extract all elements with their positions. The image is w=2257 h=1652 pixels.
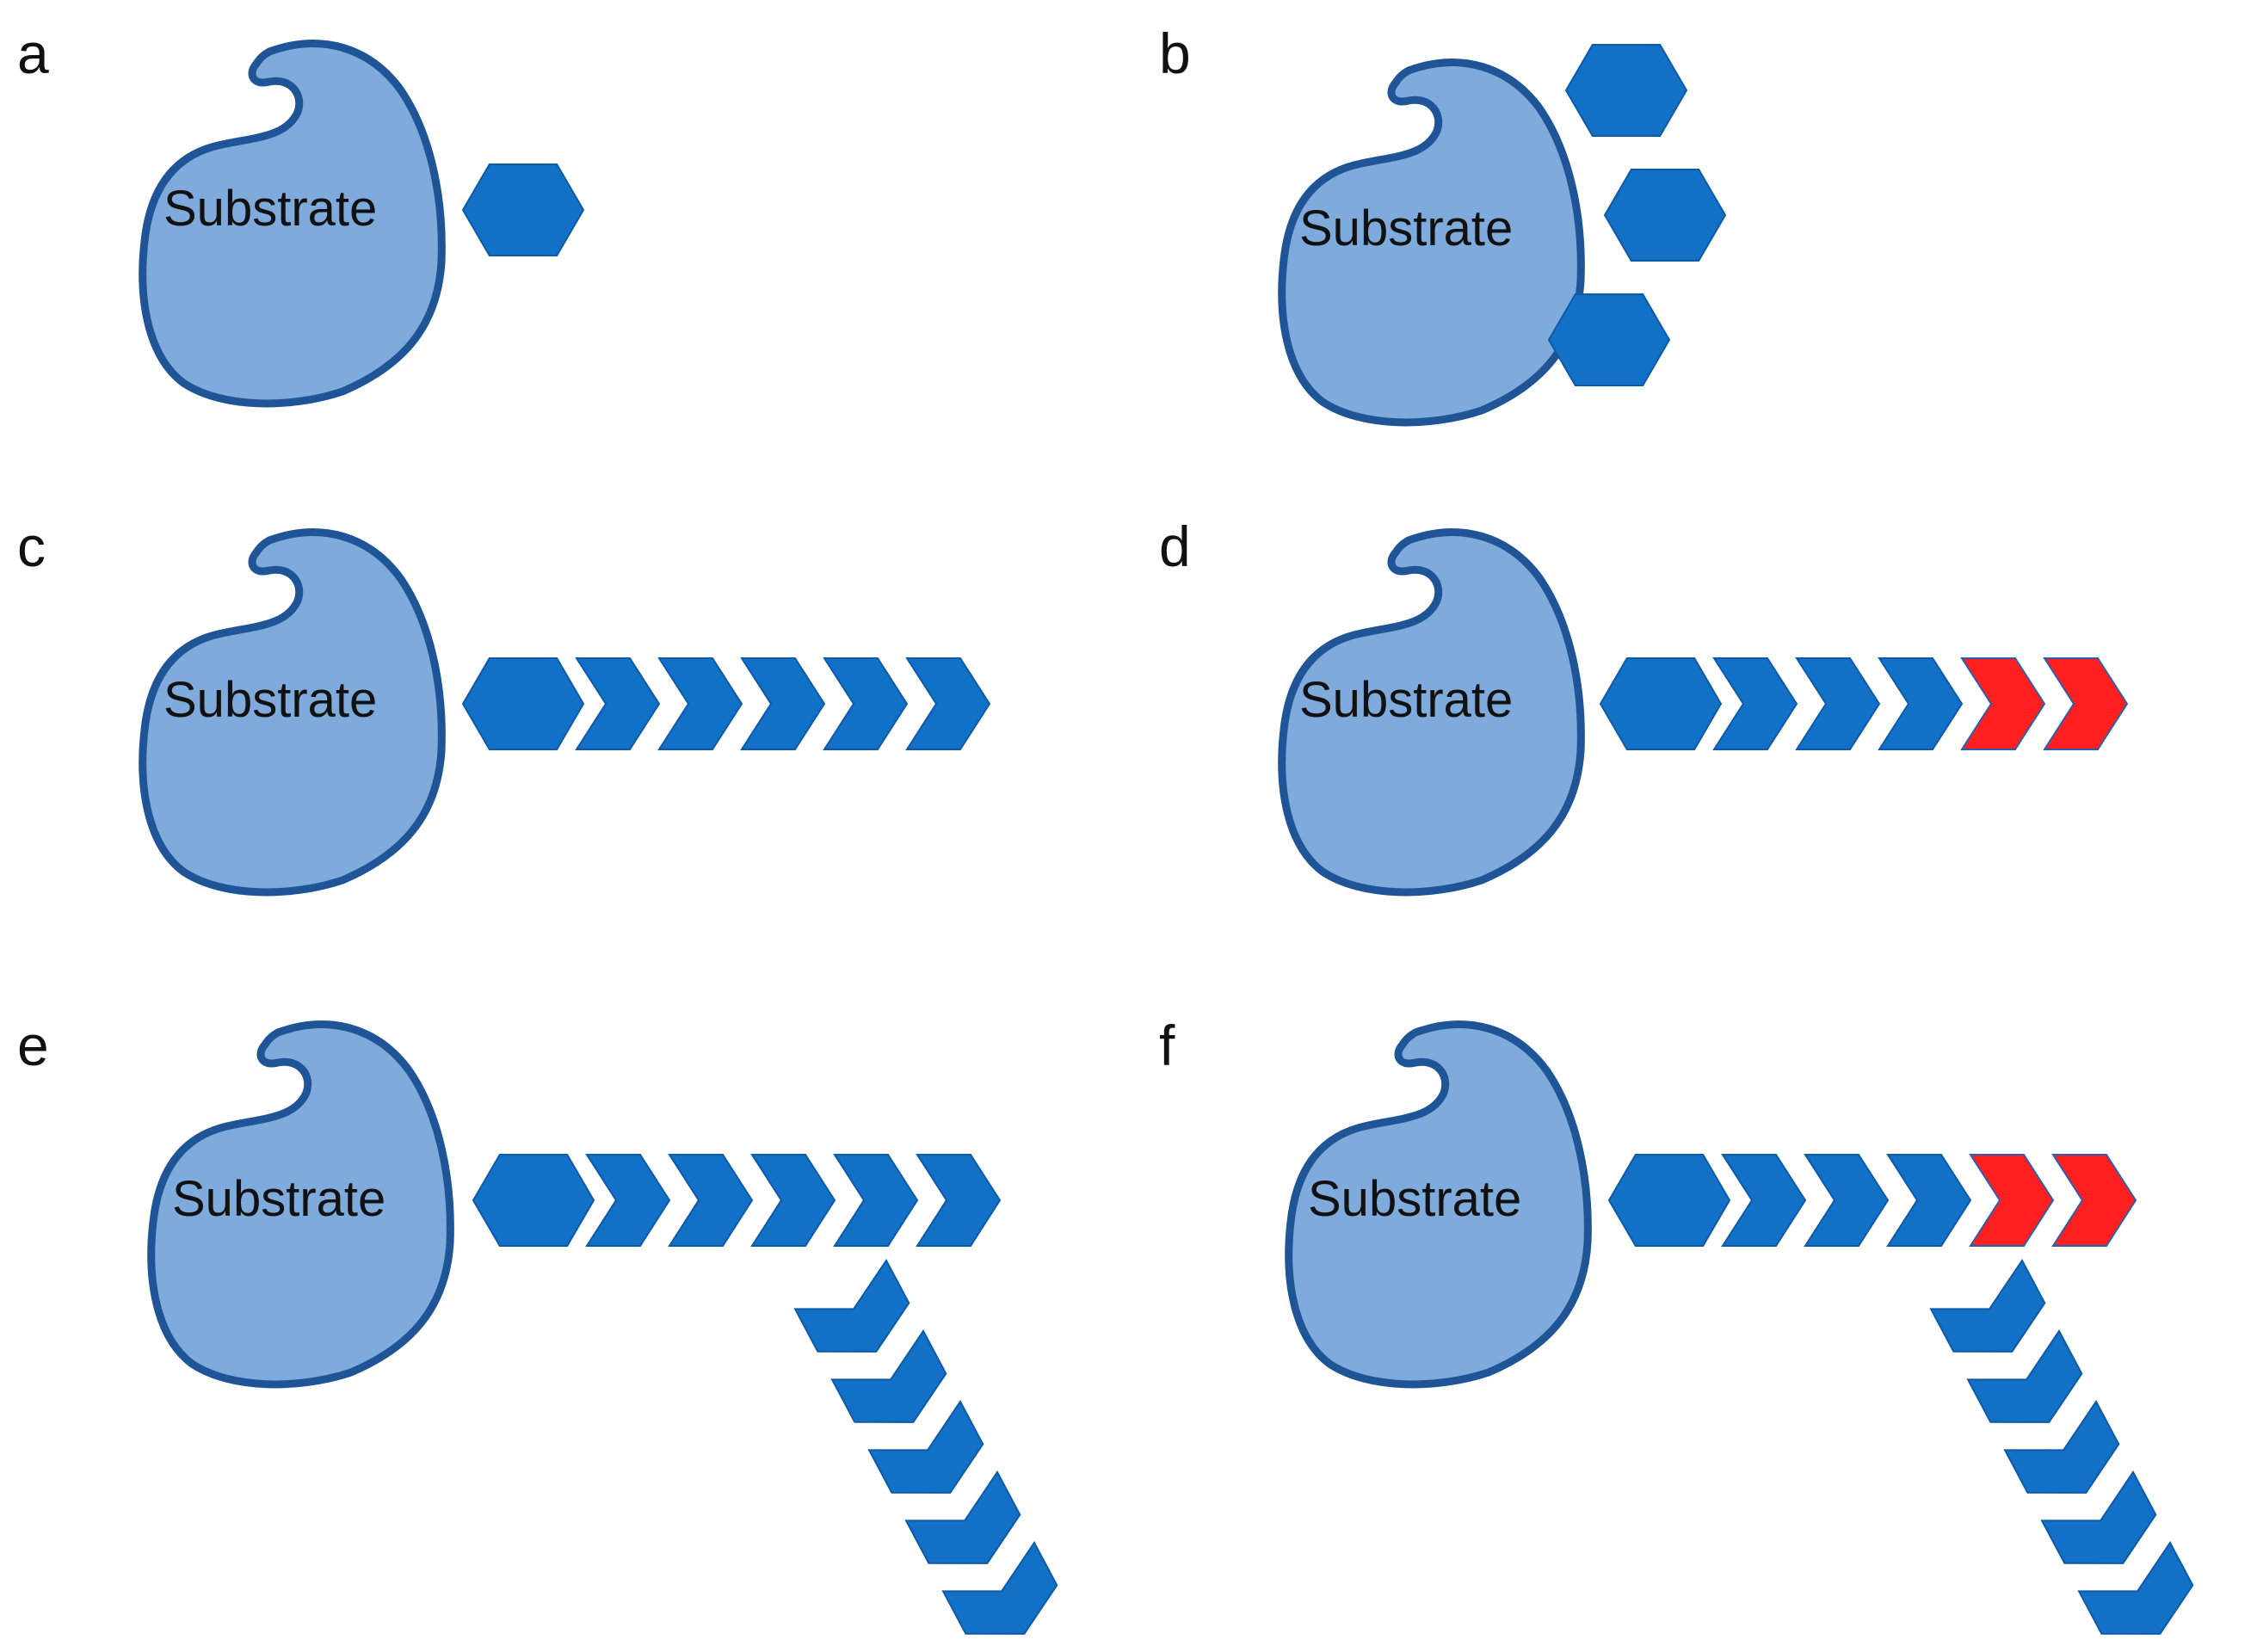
branch-chevron-monomer-blue — [1929, 1259, 2046, 1353]
chevron-monomer-blue — [1721, 1154, 1807, 1247]
chevron-monomer-red — [1960, 657, 2046, 750]
chevron-monomer-red — [2043, 657, 2129, 750]
branch-chevron-monomer-blue — [830, 1329, 947, 1423]
hexagon-monomer — [461, 163, 585, 256]
chevron-monomer-blue — [585, 1154, 671, 1247]
hexagon-monomer — [1599, 657, 1723, 750]
chevron-monomer-blue — [657, 657, 743, 750]
chevron-monomer-blue — [1795, 657, 1881, 750]
chevron-monomer-blue — [833, 1154, 919, 1247]
hexagon-monomer — [1564, 44, 1688, 137]
substrate-blob — [1278, 528, 1585, 897]
panel-label: a — [17, 22, 49, 85]
hexagon-monomer — [1547, 293, 1671, 386]
chevron-monomer-blue — [1878, 657, 1964, 750]
hexagon-monomer — [1607, 1154, 1731, 1247]
hexagon-monomer — [1603, 169, 1727, 262]
hexagon-monomer — [472, 1154, 595, 1247]
panel-label: d — [1159, 515, 1191, 578]
chevron-monomer-blue — [1886, 1154, 1972, 1247]
branch-chevron-monomer-blue — [904, 1470, 1021, 1564]
chevron-monomer-blue — [1712, 657, 1798, 750]
branch-chevron-monomer-blue — [793, 1259, 910, 1353]
chevron-monomer-blue — [905, 657, 991, 750]
branch-chevron-monomer-blue — [867, 1400, 984, 1494]
chevron-monomer-blue — [823, 657, 909, 750]
chevron-monomer-blue — [668, 1154, 754, 1247]
branch-chevron-monomer-blue — [2077, 1541, 2194, 1635]
substrate-label: Substrate — [1299, 200, 1513, 256]
substrate-blob — [1285, 1020, 1592, 1389]
chevron-monomer-red — [2051, 1154, 2137, 1247]
branch-chevron-monomer-blue — [2003, 1400, 2120, 1494]
substrate-label: Substrate — [1308, 1171, 1521, 1227]
chevron-monomer-blue — [750, 1154, 836, 1247]
substrate-label: Substrate — [172, 1171, 385, 1227]
substrate-blob — [1278, 59, 1585, 427]
panel-label: f — [1159, 1014, 1175, 1077]
panel-label: b — [1159, 22, 1191, 85]
substrate-label: Substrate — [163, 181, 377, 237]
branch-chevron-monomer-blue — [941, 1541, 1058, 1635]
chevron-monomer-blue — [916, 1154, 1002, 1247]
substrate-blob — [139, 40, 446, 408]
branch-chevron-monomer-blue — [1966, 1329, 2083, 1423]
substrate-blob — [147, 1020, 454, 1389]
substrate-label: Substrate — [163, 672, 377, 728]
hexagon-monomer — [461, 657, 585, 750]
chevron-monomer-blue — [575, 657, 661, 750]
branch-chevron-monomer-blue — [2040, 1470, 2157, 1564]
substrate-label: Substrate — [1299, 672, 1513, 728]
chevron-monomer-blue — [1804, 1154, 1890, 1247]
panel-label: e — [17, 1014, 49, 1077]
substrate-blob — [139, 528, 446, 897]
chevron-monomer-red — [1969, 1154, 2055, 1247]
chevron-monomer-blue — [740, 657, 826, 750]
panel-label: c — [17, 515, 46, 578]
